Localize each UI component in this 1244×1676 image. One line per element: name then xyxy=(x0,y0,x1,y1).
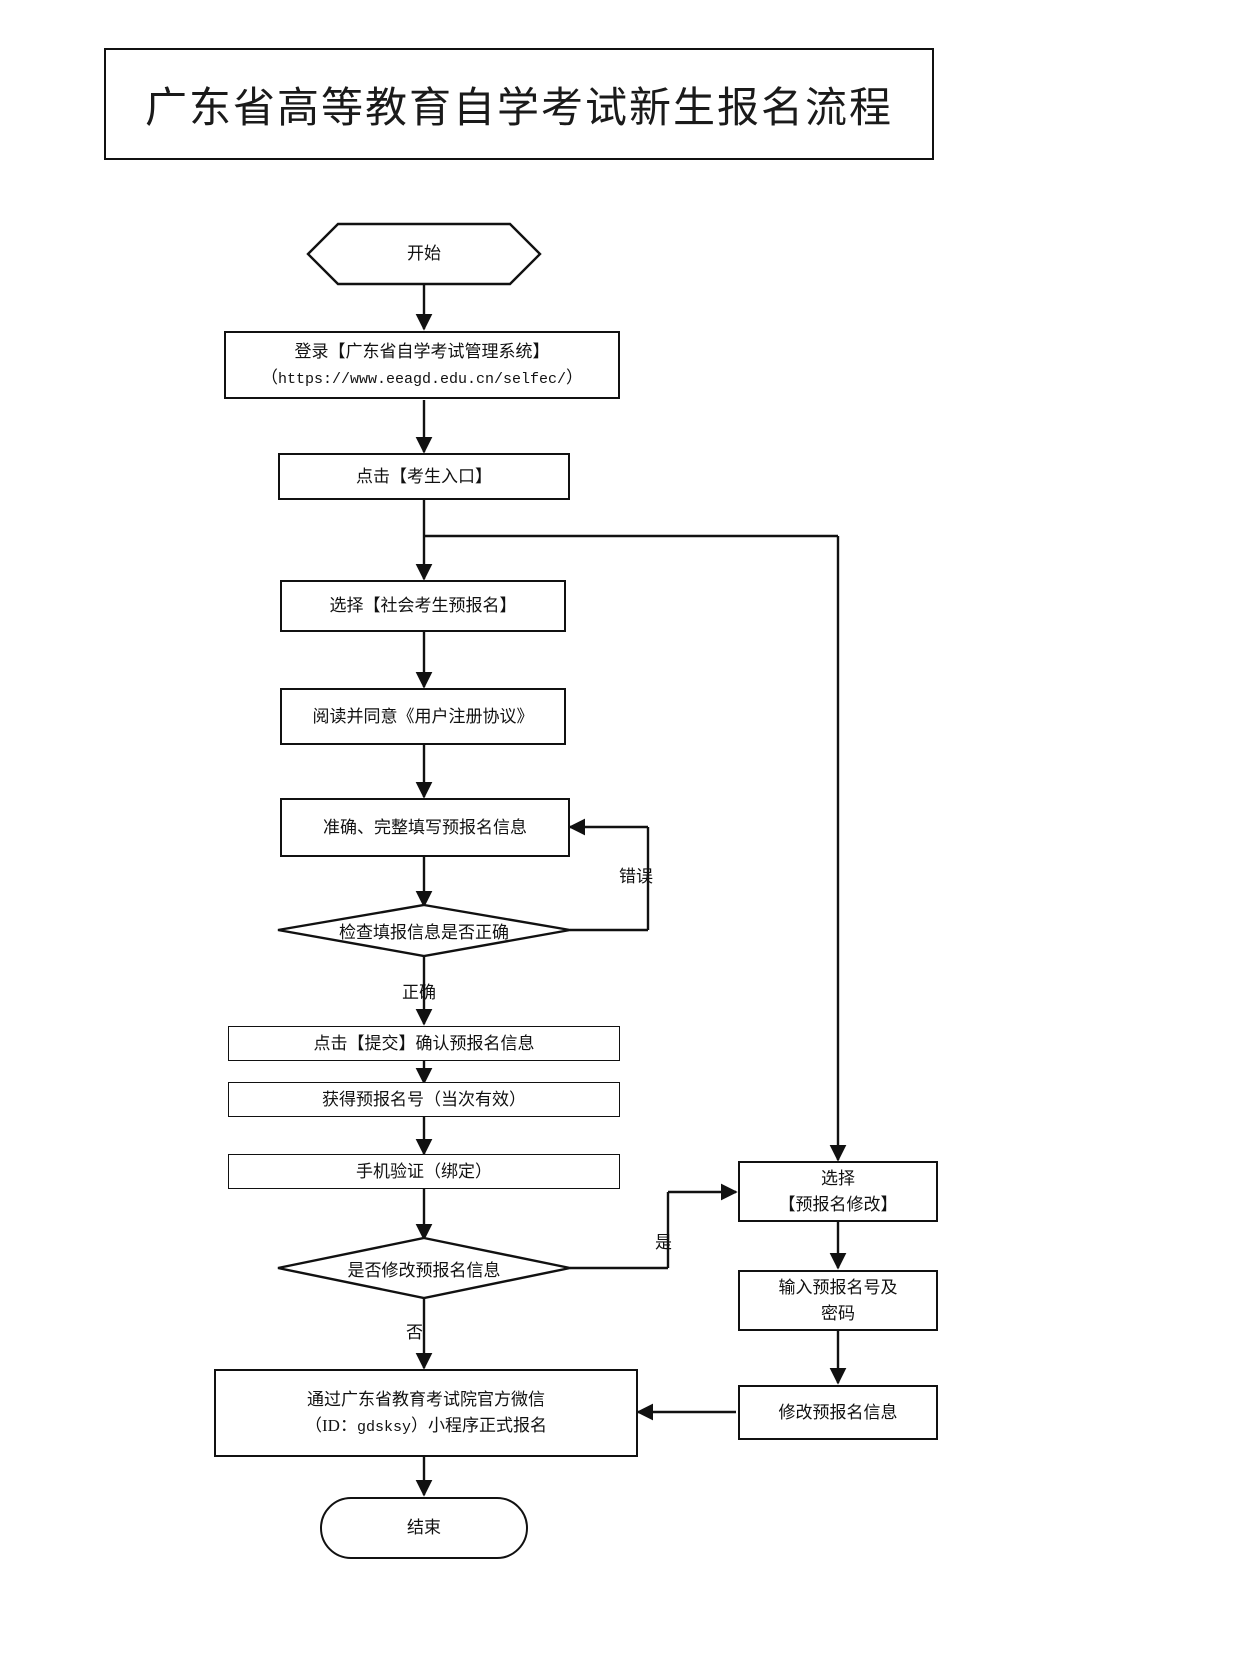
edge-label-no: 否 xyxy=(406,1323,423,1342)
node-submit-confirm-label: 点击【提交】确认预报名信息 xyxy=(313,1033,535,1053)
node-login-url[interactable]: https://www.eeagd.edu.cn/selfec/ xyxy=(277,370,567,388)
node-click-candidate-entry[interactable]: 点击【考生入口】 xyxy=(278,453,570,500)
node-wechat-official-registration-line1: 通过广东省教育考试院官方微信 xyxy=(307,1390,545,1409)
node-login-line1: 登录【广东省自学考试管理系统】 xyxy=(294,342,550,361)
node-submit-confirm[interactable]: 点击【提交】确认预报名信息 xyxy=(228,1026,620,1061)
node-modify-decision[interactable]: 是否修改预报名信息 xyxy=(278,1253,570,1283)
node-start[interactable]: 开始 xyxy=(308,224,540,284)
node-start-label: 开始 xyxy=(407,244,441,264)
node-login-line2: （https://www.eeagd.edu.cn/selfec/） xyxy=(261,365,583,392)
node-select-social-pre-registration-label: 选择【社会考生预报名】 xyxy=(329,596,517,616)
node-wechat-official-registration[interactable]: 通过广东省教育考试院官方微信 （ID：gdsksy）小程序正式报名 xyxy=(214,1369,638,1457)
node-phone-verification[interactable]: 手机验证（绑定） xyxy=(228,1154,620,1189)
page-title-box: 广东省高等教育自学考试新生报名流程 xyxy=(104,48,934,160)
node-modify-registration-info[interactable]: 修改预报名信息 xyxy=(738,1385,938,1440)
node-select-modify-registration-line1: 选择 xyxy=(821,1169,855,1188)
node-check-info-decision-label: 检查填报信息是否正确 xyxy=(339,922,509,942)
node-select-modify-registration-line2: 【预报名修改】 xyxy=(778,1194,898,1214)
node-agree-user-terms-label: 阅读并同意《用户注册协议》 xyxy=(312,706,534,726)
node-modify-decision-label: 是否修改预报名信息 xyxy=(347,1260,501,1280)
edge-label-yes: 是 xyxy=(655,1233,672,1252)
node-fill-registration-info-label: 准确、完整填写预报名信息 xyxy=(323,817,527,837)
node-wechat-id-value: gdsksy xyxy=(356,1418,411,1436)
node-login-paren-open: （ xyxy=(260,367,278,387)
node-end-label: 结束 xyxy=(407,1518,441,1538)
node-input-credentials-line1: 输入预报名号及 xyxy=(778,1278,898,1297)
node-phone-verification-label: 手机验证（绑定） xyxy=(356,1161,492,1181)
node-end[interactable]: 结束 xyxy=(320,1497,528,1559)
node-wechat-id-suffix: ）小程序正式报名 xyxy=(410,1415,547,1435)
edge-label-correct: 正确 xyxy=(402,983,436,1002)
node-get-registration-number-label: 获得预报名号（当次有效） xyxy=(322,1089,526,1109)
node-select-modify-registration[interactable]: 选择 【预报名修改】 xyxy=(738,1161,938,1222)
node-modify-registration-info-label: 修改预报名信息 xyxy=(778,1402,898,1422)
node-input-credentials-line2: 密码 xyxy=(821,1303,855,1323)
node-wechat-official-registration-line2: （ID：gdsksy）小程序正式报名 xyxy=(305,1413,547,1440)
page-title: 广东省高等教育自学考试新生报名流程 xyxy=(144,82,893,132)
edge-label-error: 错误 xyxy=(619,867,653,886)
node-wechat-id-prefix: （ID： xyxy=(305,1415,357,1435)
node-select-social-pre-registration[interactable]: 选择【社会考生预报名】 xyxy=(280,580,566,632)
node-fill-registration-info[interactable]: 准确、完整填写预报名信息 xyxy=(280,798,570,857)
node-login[interactable]: 登录【广东省自学考试管理系统】 （https://www.eeagd.edu.c… xyxy=(224,331,620,399)
node-input-credentials[interactable]: 输入预报名号及 密码 xyxy=(738,1270,938,1331)
node-get-registration-number[interactable]: 获得预报名号（当次有效） xyxy=(228,1082,620,1117)
node-check-info-decision[interactable]: 检查填报信息是否正确 xyxy=(278,915,570,945)
node-agree-user-terms[interactable]: 阅读并同意《用户注册协议》 xyxy=(280,688,566,745)
node-click-candidate-entry-label: 点击【考生入口】 xyxy=(356,466,492,486)
node-login-paren-close: ） xyxy=(566,367,584,387)
